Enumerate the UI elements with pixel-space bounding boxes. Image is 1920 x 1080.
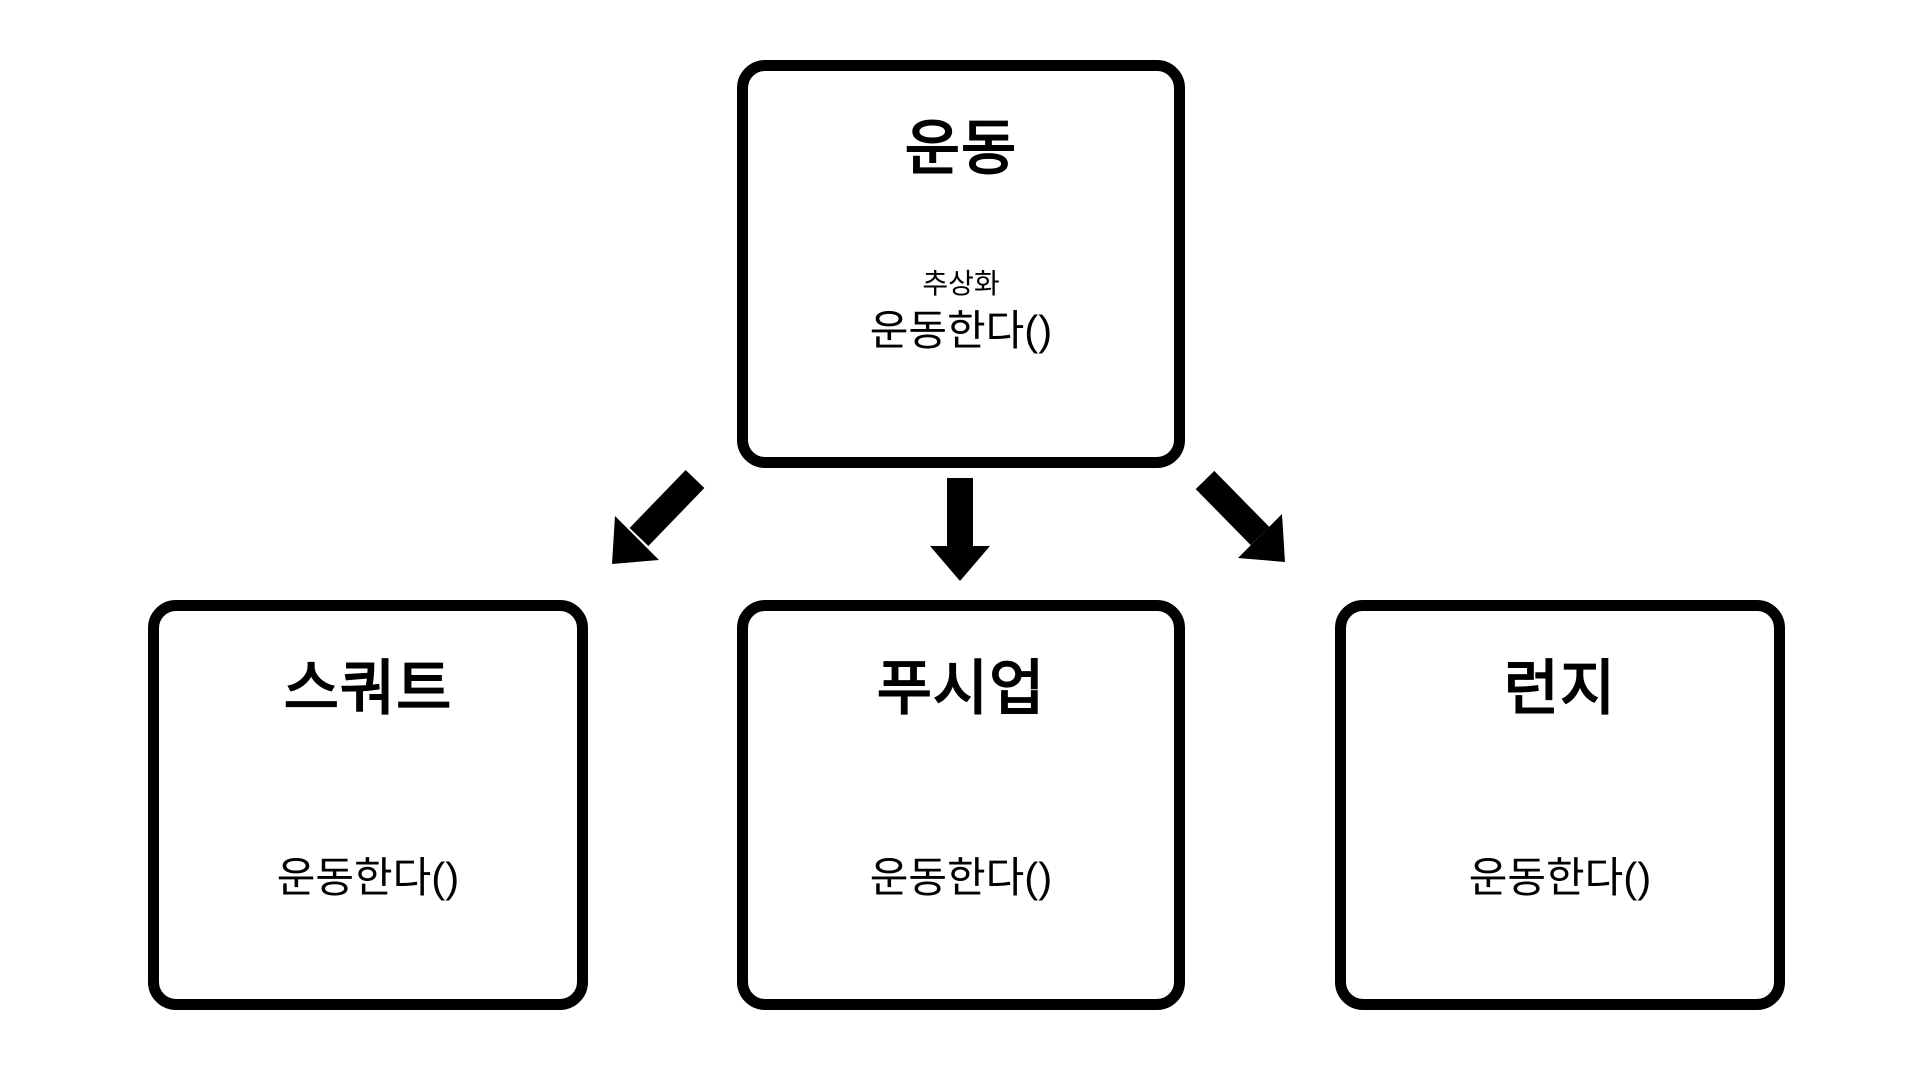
node-exercise-method: 운동한다() bbox=[869, 307, 1053, 354]
node-lunge-method: 운동한다() bbox=[1468, 854, 1652, 901]
node-squat-title: 스쿼트 bbox=[283, 655, 453, 722]
node-exercise-stereotype: 추상화 bbox=[922, 268, 1000, 299]
node-pushup: 푸시업 운동한다() bbox=[737, 600, 1185, 1010]
node-exercise-parent: 운동 추상화 운동한다() bbox=[737, 60, 1185, 468]
arrow-to-squat-icon bbox=[612, 469, 705, 564]
arrow-to-pushup-icon bbox=[930, 478, 990, 581]
node-exercise-title: 운동 bbox=[904, 115, 1018, 182]
arrow-to-lunge-icon bbox=[1195, 470, 1285, 562]
node-squat: 스쿼트 운동한다() bbox=[148, 600, 588, 1010]
node-lunge: 런지 운동한다() bbox=[1335, 600, 1785, 1010]
node-squat-method: 운동한다() bbox=[276, 854, 460, 901]
node-lunge-title: 런지 bbox=[1503, 655, 1617, 722]
node-pushup-method: 운동한다() bbox=[869, 854, 1053, 901]
node-pushup-title: 푸시업 bbox=[876, 655, 1046, 722]
